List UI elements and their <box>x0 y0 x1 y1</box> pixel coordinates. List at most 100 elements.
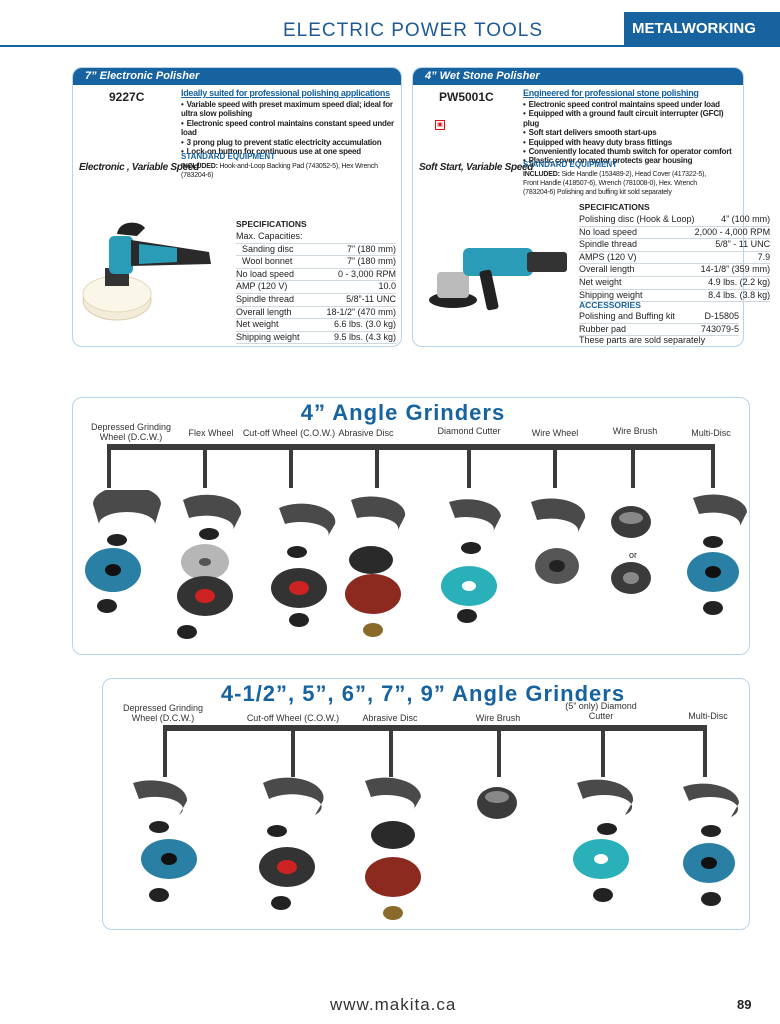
spec-label: AMP (120 V) <box>236 280 315 294</box>
spec-value: 10.0 <box>314 280 396 294</box>
spec-value: 7.9 <box>694 251 771 265</box>
spec-value: 4” (100 mm) <box>694 214 771 227</box>
included-label: INCLUDED: <box>523 171 560 178</box>
category-label: Abrasive Disc <box>338 428 394 438</box>
tree-branch <box>291 731 295 777</box>
category-label: Abrasive Disc <box>362 713 418 723</box>
accessory-name: Polishing and Buffing kit <box>579 311 694 324</box>
polisher-equipment-title: STANDARD EQUIPMENT <box>181 152 276 161</box>
tree-branch <box>389 731 393 777</box>
polisher-features: Variable speed with preset maximum speed… <box>181 100 399 156</box>
spec-value: 2,000 - 4,000 RPM <box>694 226 771 240</box>
included-text: Side Handle (153489-2), Head Cover (4173… <box>523 171 706 196</box>
polisher-bar: 7” Electronic Polisher <box>73 68 401 85</box>
category-label: Diamond Cutter <box>437 426 501 436</box>
spec-value: 8.4 lbs. (3.8 kg) <box>694 289 771 303</box>
angle-grinders-large-panel: 4-1/2”, 5”, 6”, 7”, 9” Angle Grinders De… <box>102 678 750 930</box>
accessories-note: These parts are sold separately <box>579 335 706 345</box>
stone-feature-title: Engineered for professional stone polish… <box>523 88 699 98</box>
category-label: Depressed Grinding Wheel (D.C.W.) <box>122 703 204 723</box>
spec-label: Net weight <box>236 318 315 332</box>
feature-item: 3 prong plug to prevent static electrici… <box>181 138 399 147</box>
tree-branch <box>467 450 471 488</box>
feature-item: Variable speed with preset maximum speed… <box>181 100 399 119</box>
spec-row: Polishing disc (Hook & Loop)4” (100 mm) <box>579 214 771 227</box>
accessory-parts-illustration <box>85 490 747 639</box>
angle-grinders-large-title: 4-1/2”, 5”, 6”, 7”, 9” Angle Grinders <box>220 681 626 706</box>
spec-label: Wool bonnet <box>236 255 315 269</box>
category-label: Wire Brush <box>475 713 521 723</box>
tree-bar <box>107 444 715 450</box>
polisher-photo <box>82 222 211 321</box>
spec-label: Shipping weight <box>236 331 315 345</box>
category-tab: METALWORKING <box>624 12 780 45</box>
feature-item: Conveniently located thumb switch for op… <box>523 147 739 156</box>
tree-bar <box>163 725 707 731</box>
polisher-tagline: Electronic , Variable Speed <box>79 162 199 173</box>
tree-branch <box>497 731 501 777</box>
tree-branch <box>631 450 635 488</box>
stone-features: Electronic speed control maintains speed… <box>523 100 739 166</box>
accessory-name: Rubber pad <box>579 323 694 337</box>
category-label: Wire Brush <box>612 426 658 436</box>
angle-grinders-4-panel: 4” Angle Grinders Depressed Grinding Whe… <box>72 397 750 655</box>
polisher-equipment: INCLUDED: Hook-and-Loop Backing Pad (743… <box>181 162 399 180</box>
category-label: Cut-off Wheel (C.O.W.) <box>242 428 336 438</box>
stone-spec-table: Polishing disc (Hook & Loop)4” (100 mm) … <box>579 214 771 303</box>
spec-label: Polishing disc (Hook & Loop) <box>579 214 695 227</box>
spec-label: No load speed <box>579 226 695 240</box>
spec-value: 6.6 lbs. (3.0 kg) <box>314 318 396 332</box>
spec-label: Overall length <box>579 263 695 277</box>
spec-value: 18-1/2” (470 mm) <box>314 306 396 320</box>
tree-branch <box>163 731 167 777</box>
included-label: INCLUDED: <box>181 163 218 170</box>
polisher-panel: 7” Electronic Polisher 9227C Electronic … <box>72 67 402 347</box>
spec-value <box>314 231 396 244</box>
or-label: or <box>629 550 638 560</box>
feature-item: Electronic speed control maintains speed… <box>523 100 739 109</box>
included-text: Hook-and-Loop Backing Pad (743052-5), He… <box>181 163 378 179</box>
spec-value: 4.9 lbs. (2.2 kg) <box>694 276 771 290</box>
stone-spec-title: SPECIFICATIONS <box>579 202 650 212</box>
stone-equipment: INCLUDED: Side Handle (153489-2), Head C… <box>523 170 723 197</box>
category-label: Multi-Disc <box>691 428 731 438</box>
spec-value: 7” (180 mm) <box>314 243 396 257</box>
spec-label: Spindle thread <box>579 238 695 252</box>
header-rule <box>0 45 780 47</box>
spec-value: 5/8” - 11 UNC <box>694 238 771 252</box>
category-label: Flex Wheel <box>188 428 234 438</box>
stone-equipment-title: STANDARD EQUIPMENT <box>523 160 618 169</box>
website-url[interactable]: www.makita.ca <box>330 995 457 1014</box>
spec-value: 0 - 3,000 RPM <box>314 268 396 282</box>
spec-label: Spindle thread <box>236 293 315 307</box>
polisher-model: 9227C <box>109 90 145 104</box>
category-label: Multi-Disc <box>688 711 728 721</box>
feature-item: Equipped with a ground fault circuit int… <box>523 109 739 128</box>
section-title: ELECTRIC POWER TOOLS <box>283 20 544 41</box>
category-label: Cut-off Wheel (C.O.W.) <box>246 713 340 723</box>
spec-label: Overall length <box>236 306 315 320</box>
spec-label: Max. Capacities: <box>236 231 315 244</box>
stone-model: PW5001C <box>439 90 494 104</box>
spec-row: AMPS (120 V)7.9 <box>579 251 771 265</box>
feature-item: Electronic speed control maintains const… <box>181 119 399 138</box>
tree-branch <box>375 450 379 488</box>
tree-branch <box>553 450 557 488</box>
tree-branch <box>203 450 207 488</box>
spec-value: 5/8”-11 UNC <box>314 293 396 307</box>
stone-polisher-photo <box>429 248 567 311</box>
feature-item: Soft start delivers smooth start-ups <box>523 128 739 137</box>
spec-label: Net weight <box>579 276 695 290</box>
polisher-spec-title: SPECIFICATIONS <box>236 219 307 229</box>
spec-value: 9.5 lbs. (4.3 kg) <box>314 331 396 345</box>
polisher-feature-title: Ideally suited for professional polishin… <box>181 88 390 98</box>
